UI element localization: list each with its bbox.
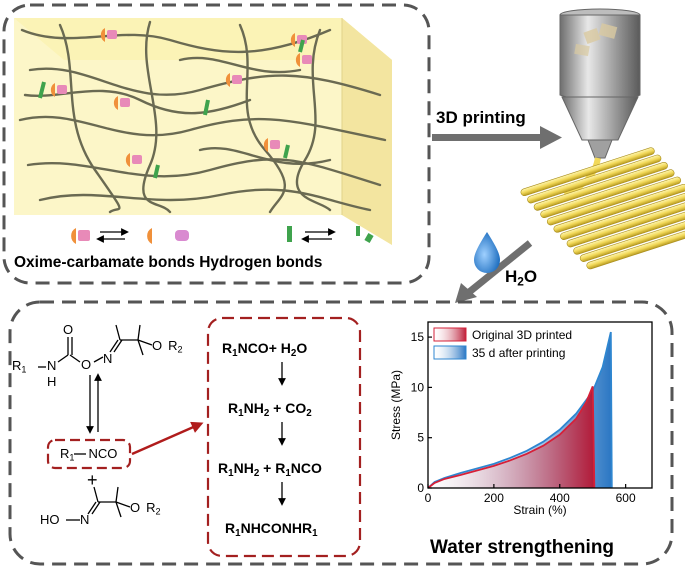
oxime-structure [66,486,131,521]
water-strengthening-caption: Water strengthening [430,537,615,558]
reaction-step-4: R1NHCONHR1 [225,520,318,539]
legend-label-1: 35 d after printing [472,346,565,360]
polymer-network-box [14,18,392,245]
mech-h: H [47,374,57,389]
polymer-chains [18,20,387,214]
printing-arrow [432,126,562,149]
y-tick-label: 0 [417,481,424,495]
oxime-ho: HO [40,512,60,527]
reaction-step-3: R1NH2 + R1NCO [218,460,322,479]
series-line-0 [427,386,596,489]
mech-o-top: O [63,322,74,337]
oxime-carbamate-structure [38,324,153,368]
y-tick-label: 10 [411,380,425,394]
isocyanate-highlight-box [46,438,132,470]
pointer-arrow [131,421,204,456]
x-tick-label: 400 [550,491,570,505]
mech-r1: R1 [12,358,27,375]
series-area-0 [428,386,595,488]
oxime-equilibrium-icon [71,228,189,244]
top-panel-frame [2,3,431,285]
series-line-1 [427,331,613,489]
reaction-step-2: R1NH2 + CO2 [228,400,312,419]
oxime-n: N [80,512,90,527]
caption-hydrogen-bonds: Hydrogen bonds [199,254,323,271]
hydrogen-bond-marks [38,39,305,179]
x-tick-label: 600 [616,491,636,505]
x-tick-label: 200 [484,491,504,505]
legend-swatch-0 [433,327,467,342]
y-axis-label: Stress (MPa) [389,370,403,440]
mech-nh: N [47,358,57,373]
x-axis-label: Strain (%) [513,503,566,517]
bottom-panel-frame [8,300,674,566]
printer-nozzle-icon [559,8,641,198]
mech-n: N [103,351,113,366]
printed-scaffold-icon [520,147,685,270]
reactions-box [206,316,362,558]
water-arrow [455,240,533,303]
water-drop-icon [474,232,500,273]
mech-o-n: O [81,357,92,372]
oxime-carbamate-crosslinks [50,28,312,167]
x-tick-label: 0 [425,491,432,505]
hbond-equilibrium-icon [287,226,374,243]
water-label: H2O [505,267,538,289]
caption-oxime-carbamate: Oxime-carbamate bonds [14,254,195,271]
legend-label-0: Original 3D printed [472,328,572,342]
y-tick-label: 5 [417,431,424,445]
plot-frame [427,321,653,489]
printing-label: 3D printing [436,108,526,127]
reaction-step-1: R1NCO+ H2O [222,340,308,359]
plus-sign: + [87,470,98,490]
top-panel-caption: Oxime-carbamate bonds Hydrogen bonds [14,254,322,272]
y-tick-label: 15 [411,330,425,344]
legend-swatch-1 [433,345,467,360]
